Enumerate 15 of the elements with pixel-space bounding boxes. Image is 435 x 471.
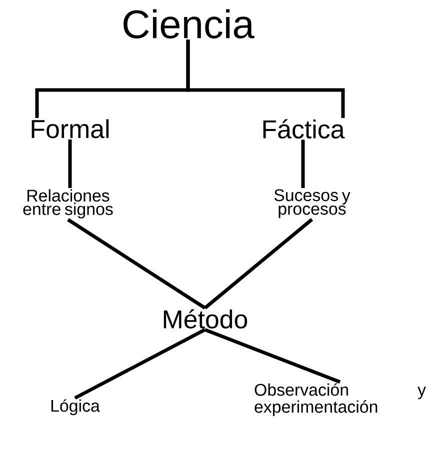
description-text: Relaciones entre signos — [23, 189, 113, 218]
connector-line — [204, 218, 314, 310]
connector-line — [67, 218, 206, 310]
branch-label: Fáctica — [263, 119, 345, 139]
connector-line — [204, 328, 341, 384]
description-text: Sucesos y procesos — [274, 189, 350, 218]
connector-line — [74, 328, 206, 400]
connector-line — [301, 140, 305, 188]
method-label: Método — [164, 309, 248, 329]
leaf-label: Observación y experimentación — [254, 383, 426, 416]
branch-label: Formal — [32, 119, 109, 138]
connector-line — [186, 40, 345, 118]
leaf-label: Lógica — [51, 399, 100, 416]
root-label: Ciencia — [124, 9, 254, 38]
connector-line — [68, 139, 72, 188]
